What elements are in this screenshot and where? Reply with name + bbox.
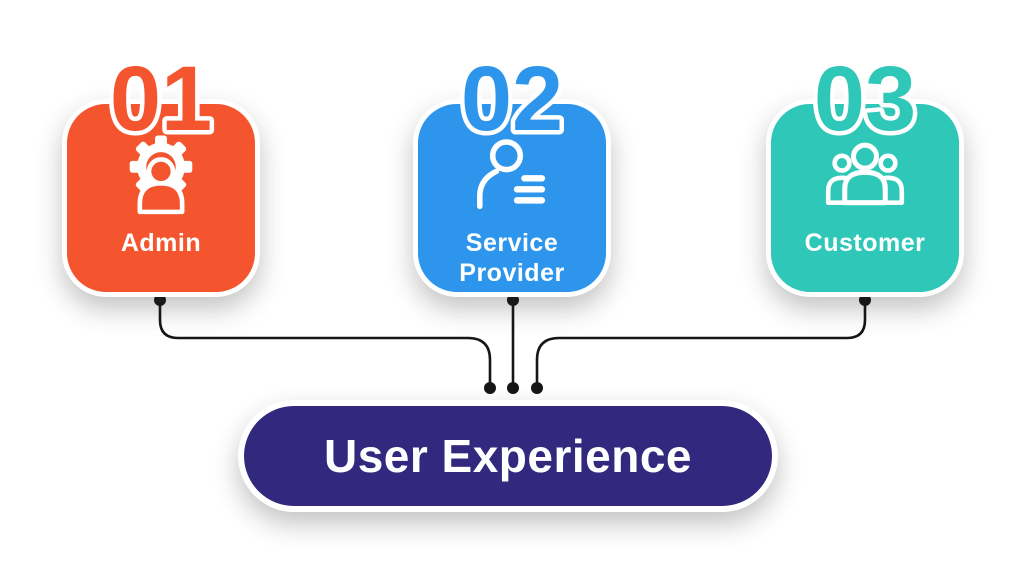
connector-dot: [531, 382, 543, 394]
node-label: Customer: [804, 229, 926, 257]
node-number: 03: [814, 48, 916, 150]
node-number-outline: 02: [456, 44, 567, 155]
node-number: 02: [461, 48, 563, 150]
connector-dot: [507, 382, 519, 394]
result-pill: User Experience: [238, 400, 778, 512]
connector-admin: [158, 298, 492, 388]
connector-customer: [535, 298, 867, 388]
node-card-service-provider: 02 Service Provider: [413, 44, 611, 297]
node-card-admin: 01 Admin: [62, 44, 260, 297]
connector-dot: [484, 382, 496, 394]
node-number-outline: 03: [809, 44, 920, 155]
node-number: 01: [110, 48, 212, 150]
node-number-outline: 01: [105, 44, 216, 155]
node-card-customer: 03 Customer: [766, 44, 964, 297]
node-label: Service Provider: [459, 229, 565, 287]
customer-group-icon: [825, 142, 905, 206]
admin-user-gear-icon: [129, 135, 193, 215]
result-label: User Experience: [323, 430, 693, 482]
node-label: Admin: [120, 229, 202, 257]
service-provider-profile-icon: [477, 139, 546, 210]
